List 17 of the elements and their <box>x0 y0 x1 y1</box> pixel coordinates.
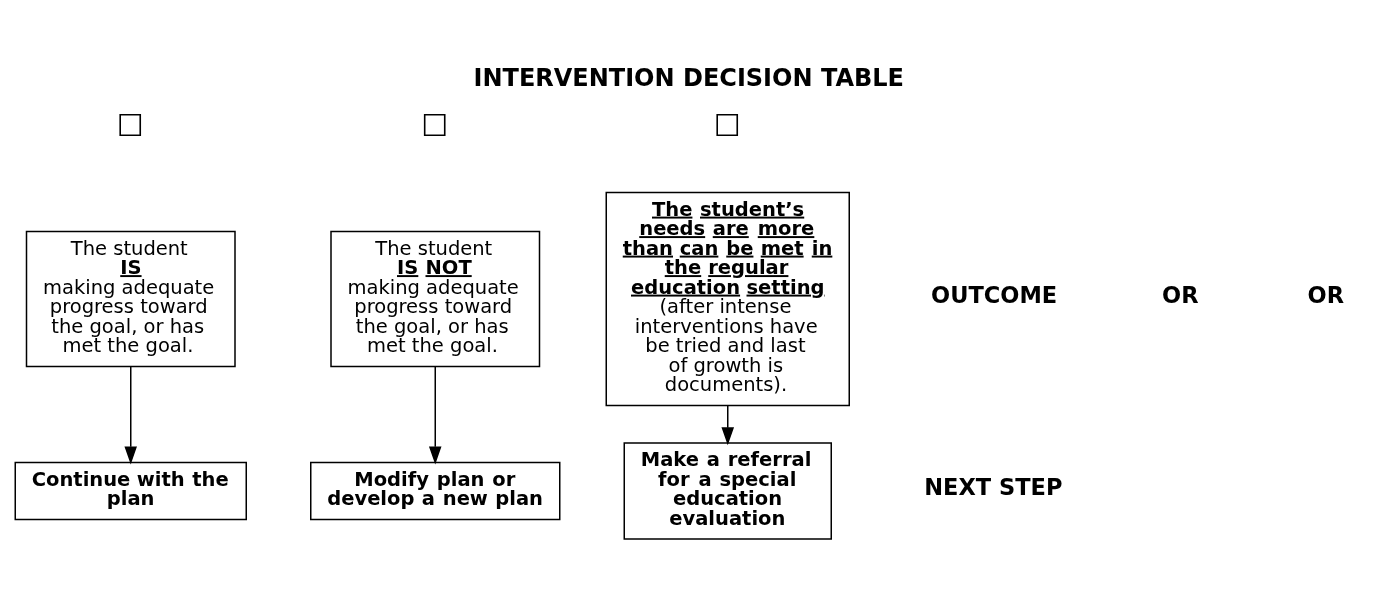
arrow <box>721 404 735 445</box>
node-box: Continue with the plan <box>14 461 247 520</box>
label: ☐ <box>713 107 741 142</box>
node-box: The student IS NOT making adequate progress toward the goal, or has met the goal. <box>330 230 541 367</box>
label: OR <box>1307 281 1344 308</box>
node-box: Modify plan or develop a new plan <box>310 461 561 520</box>
node-box: The student’s needs are more than can be met in the regular education setting (after intense interventions have be tried and last of growth is documents). <box>605 191 850 406</box>
label: NEXT STEP <box>924 473 1063 500</box>
arrow <box>428 365 442 464</box>
node-box: The student IS making adequate progress toward the goal, or has met the goal. <box>25 230 236 367</box>
label: OUTCOME <box>931 281 1058 308</box>
label: ☐ <box>421 107 448 142</box>
arrow <box>124 365 138 464</box>
diagram-title: INTERVENTION DECISION TABLE <box>473 63 904 92</box>
node-box: Make a referral for a special education evaluation <box>623 441 832 540</box>
label: OR <box>1162 281 1199 308</box>
label: ☐ <box>116 107 144 142</box>
